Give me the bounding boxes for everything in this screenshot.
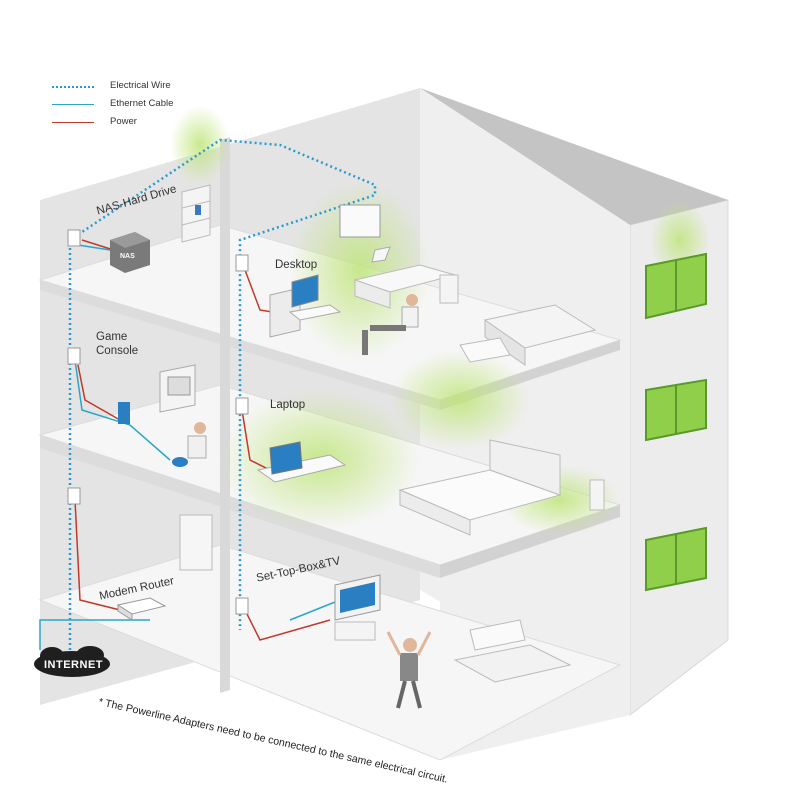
ethernet-game xyxy=(74,359,171,461)
person-gaming xyxy=(172,422,207,467)
power-game xyxy=(77,364,121,421)
legend-line-ethernet xyxy=(52,104,94,105)
legend-label-ethernet: Ethernet Cable xyxy=(110,98,174,109)
legend-line-electrical xyxy=(52,86,94,88)
room-label-desktop: Desktop xyxy=(275,259,318,271)
sofa-top xyxy=(459,304,597,366)
adapter-nas xyxy=(67,229,81,247)
divider-wall xyxy=(220,137,230,693)
ethernet-internet xyxy=(39,619,150,650)
tv-stand-game xyxy=(118,364,196,424)
bed xyxy=(398,439,605,536)
room-label-game: Game Console xyxy=(96,331,139,357)
power-settop xyxy=(244,609,331,641)
legend-line-power xyxy=(52,122,94,123)
tower-front xyxy=(420,88,630,760)
bookshelf xyxy=(181,184,211,243)
adapter-laptop xyxy=(235,397,249,415)
modem-router xyxy=(116,514,213,621)
internet-label: INTERNET xyxy=(44,659,103,671)
nas-device-label: NAS xyxy=(120,253,135,260)
person-at-desk xyxy=(362,294,419,355)
house-roof xyxy=(420,88,728,225)
glow-1 xyxy=(170,105,230,185)
floor-bottom xyxy=(38,544,622,761)
legend-label-power: Power xyxy=(110,116,137,127)
window-top xyxy=(645,252,707,320)
ethernet-nas xyxy=(77,244,111,251)
electrical-wire xyxy=(68,138,377,660)
slab-middle xyxy=(40,435,440,578)
laptop-computer xyxy=(256,441,347,483)
power-modem xyxy=(74,499,121,611)
office-desk xyxy=(353,246,459,309)
adapter-game xyxy=(67,347,81,365)
person-cheering xyxy=(386,631,432,709)
sofa-bottom xyxy=(453,619,572,683)
window-middle xyxy=(645,378,707,442)
adapter-desktop xyxy=(235,254,249,272)
wall-picture xyxy=(339,204,381,238)
window-bottom xyxy=(645,526,707,592)
power-laptop xyxy=(241,409,271,471)
nas-device: NAS xyxy=(110,232,150,273)
room-label-laptop: Laptop xyxy=(270,399,306,411)
legend-label-electrical: Electrical Wire xyxy=(110,80,171,91)
power-tv xyxy=(289,599,341,621)
glow-4 xyxy=(390,350,530,450)
adapter-settop xyxy=(235,597,249,615)
tv-set xyxy=(334,574,381,641)
desktop-computer xyxy=(269,274,342,338)
adapter-modem xyxy=(67,487,81,505)
internet-cloud: INTERNET xyxy=(34,646,110,677)
